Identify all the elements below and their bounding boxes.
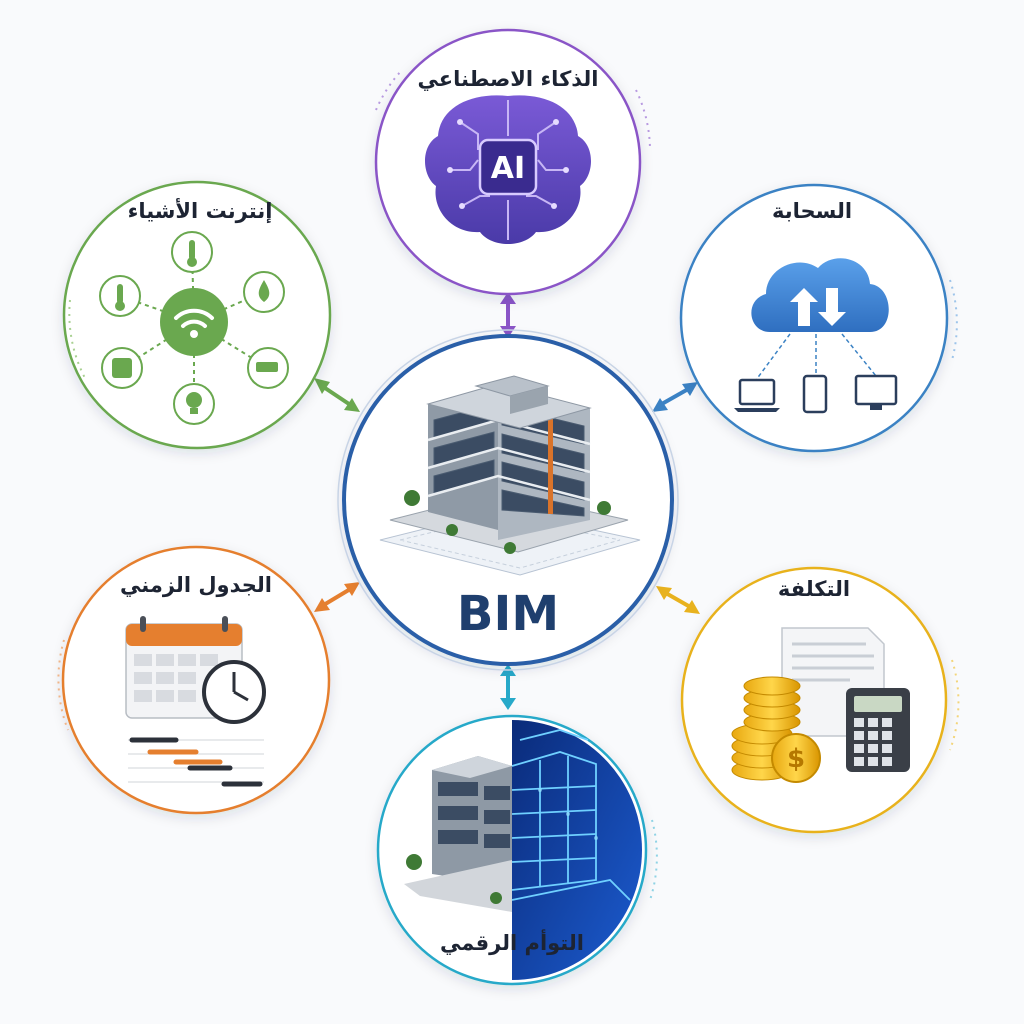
- node-twin: التوأم الرقمي: [376, 714, 658, 986]
- cloud-title: السحابة: [772, 199, 852, 223]
- iot-title: إنترنت الأشياء: [128, 197, 273, 223]
- cloud-sync-icon: [734, 258, 898, 414]
- cost-calculator-icon: $: [731, 627, 910, 783]
- ai-chip-label: AI: [491, 151, 525, 186]
- calendar-gantt-icon: [125, 616, 266, 787]
- dollar-sign-icon: $: [787, 744, 805, 774]
- node-cloud: السحابة: [679, 183, 958, 453]
- node-schedule: الجدول الزمني: [57, 545, 331, 815]
- twin-title: التوأم الرقمي: [440, 928, 584, 955]
- connector-arrows: [314, 292, 700, 710]
- center-bim-node: BIM: [337, 329, 679, 671]
- bim-label: BIM: [457, 586, 559, 642]
- arrow-cost: [656, 586, 700, 614]
- node-ai: الذكاء الاصطناعي AI: [374, 28, 651, 296]
- arrow-ai: [500, 292, 516, 338]
- ai-brain-icon: AI: [425, 95, 591, 244]
- arrow-iot: [314, 378, 360, 412]
- arrow-cloud: [652, 382, 698, 412]
- iot-network-icon: [99, 231, 289, 425]
- schedule-title: الجدول الزمني: [120, 573, 272, 597]
- arrow-schedule: [314, 582, 360, 612]
- building-3d-icon: [379, 375, 641, 576]
- node-iot: إنترنت الأشياء: [62, 180, 332, 450]
- cost-title: التكلفة: [778, 577, 850, 601]
- arrow-twin: [500, 664, 516, 710]
- ai-title: الذكاء الاصطناعي: [418, 67, 599, 91]
- node-cost: التكلفة: [680, 566, 960, 834]
